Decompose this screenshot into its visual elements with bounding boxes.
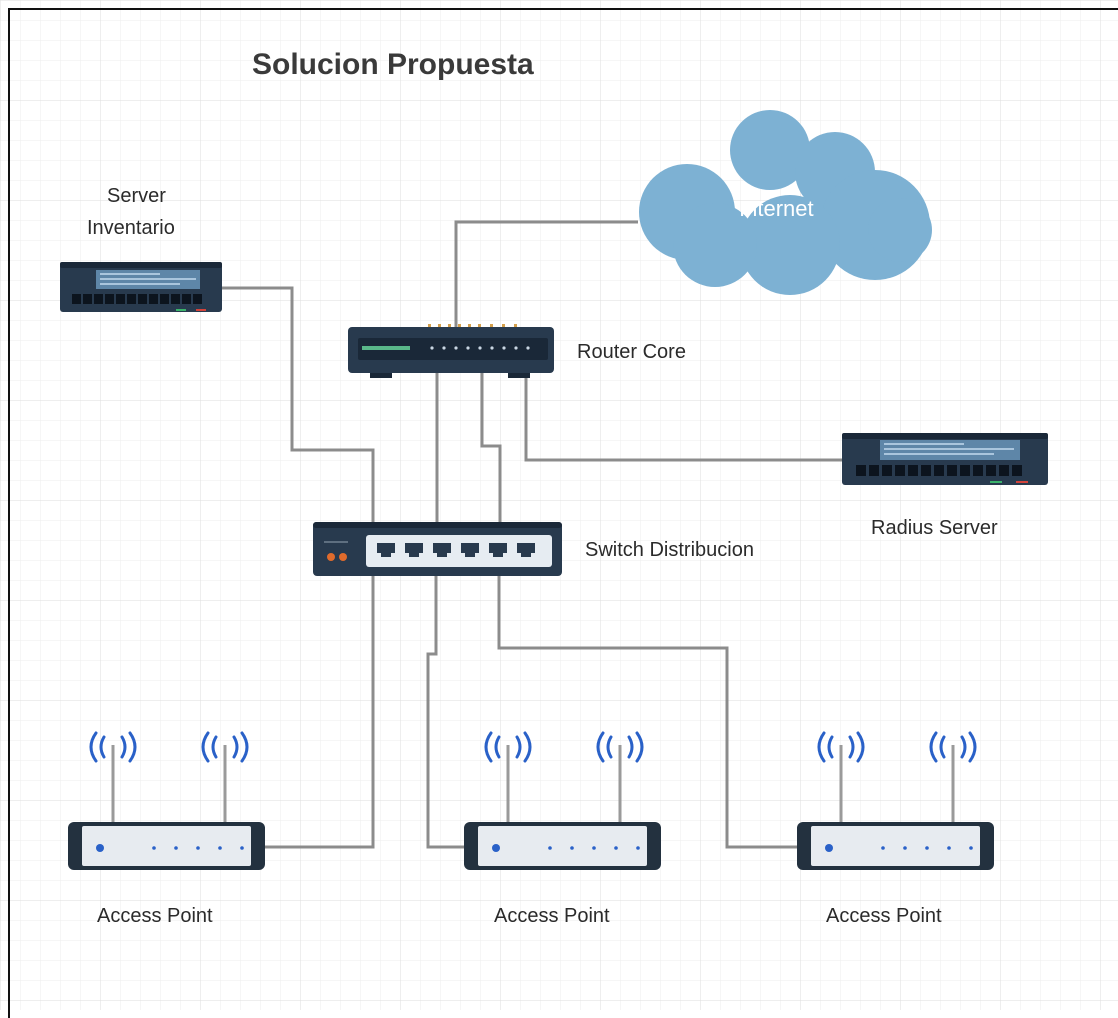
- cable-switch-ap2: [426, 575, 467, 849]
- cable-router-switch-2: [480, 359, 502, 522]
- cable-internet-router: [454, 220, 638, 327]
- router-core-label: Router Core: [577, 341, 686, 363]
- access-point-label-1: Access Point: [97, 905, 213, 927]
- access-point-label-3: Access Point: [826, 905, 942, 927]
- cable-switch-ap3: [497, 575, 800, 849]
- server-inventario-label-line1: Server: [107, 185, 166, 207]
- internet-cloud: [639, 110, 932, 295]
- cables: [220, 220, 842, 849]
- diagram-title: Solucion Propuesta: [252, 48, 534, 81]
- switch-distribucion-icon: [313, 522, 562, 576]
- access-point-label-2: Access Point: [494, 905, 610, 927]
- radius-server-label: Radius Server: [871, 517, 998, 539]
- server-inventario-label-line2: Inventario: [87, 217, 175, 239]
- switch-distribucion-label: Switch Distribucion: [585, 539, 754, 561]
- diagram-frame: [8, 8, 1118, 1018]
- access-point-icon-1: [68, 731, 265, 870]
- radius-server-icon: [842, 433, 1048, 485]
- cable-server-inventario-switch: [220, 286, 375, 522]
- server-inventario-icon: [60, 262, 222, 312]
- cable-switch-ap1: [265, 575, 375, 849]
- access-point-icon-3: [797, 731, 994, 870]
- router-core-icon: [348, 324, 554, 378]
- internet-label: Internet: [739, 196, 814, 221]
- cable-router-radius: [524, 377, 842, 462]
- access-point-icon-2: [464, 731, 661, 870]
